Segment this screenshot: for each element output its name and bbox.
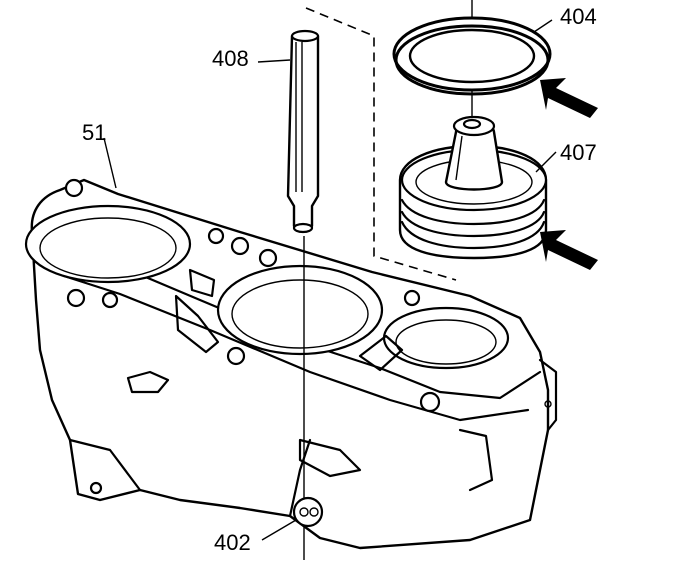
arrow-407 [540, 230, 598, 270]
callout-404: 404 [560, 4, 597, 29]
bore-right [382, 306, 510, 370]
pin-408 [286, 29, 320, 234]
fitting-402 [292, 496, 324, 528]
bore-center [216, 264, 384, 356]
leader-lines [103, 19, 557, 541]
callout-51: 51 [82, 120, 106, 145]
callout-407: 407 [560, 140, 597, 165]
arrow-404 [540, 78, 598, 118]
callout-402: 402 [214, 530, 251, 555]
seal-ring-404 [392, 16, 552, 96]
bore-left [24, 204, 192, 284]
housing-51 [24, 178, 558, 550]
callout-408: 408 [212, 46, 249, 71]
piston-407 [398, 115, 548, 260]
